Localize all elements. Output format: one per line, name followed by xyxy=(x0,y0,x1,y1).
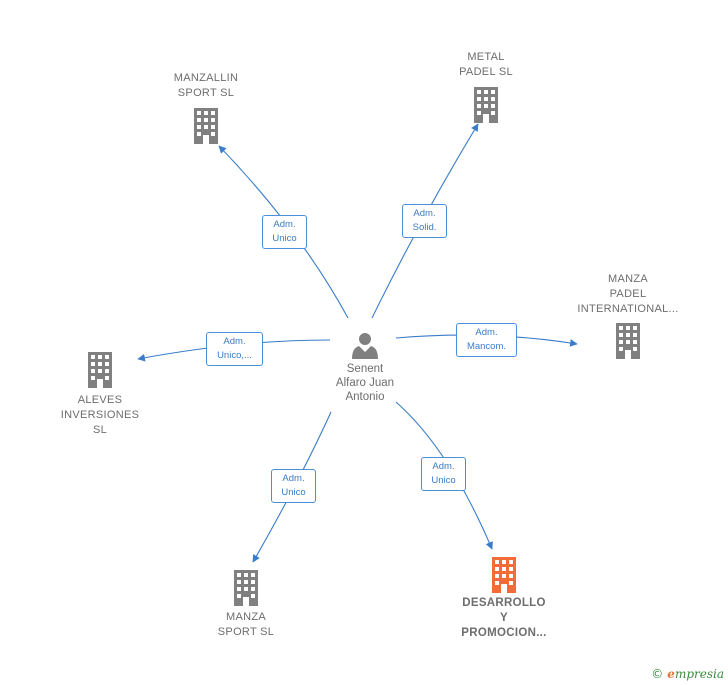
company-node-desarrollo[interactable]: DESARROLLO Y PROMOCION... xyxy=(448,557,560,641)
company-name: METAL PADEL SL xyxy=(459,51,513,78)
company-name: MANZA PADEL INTERNATIONAL... xyxy=(577,273,679,315)
building-icon xyxy=(234,570,258,606)
center-person[interactable]: Senent Alfaro Juan Antonio xyxy=(322,330,408,404)
brand-footer[interactable]: ©empresia xyxy=(651,667,724,681)
role-badge-manzallin[interactable]: Adm. Unico xyxy=(262,215,307,249)
building-icon xyxy=(88,352,112,388)
role-badge-metal-padel[interactable]: Adm. Solid. xyxy=(402,204,447,238)
role-badge-manza-padel-intl[interactable]: Adm. Mancom. xyxy=(456,323,517,357)
building-icon xyxy=(474,87,498,123)
company-node-metal-padel[interactable]: METAL PADEL SL xyxy=(440,50,532,123)
role-badge-manza-sport[interactable]: Adm. Unico xyxy=(271,469,316,503)
brand-logo-text: mpresia xyxy=(674,667,724,681)
company-node-aleves[interactable]: ALEVES INVERSIONES SL xyxy=(52,352,148,438)
company-node-manza-sport[interactable]: MANZA SPORT SL xyxy=(200,570,292,640)
company-name: MANZALLIN SPORT SL xyxy=(173,72,239,99)
company-name: MANZA SPORT SL xyxy=(217,611,275,638)
company-node-manza-padel-intl[interactable]: MANZA PADEL INTERNATIONAL... xyxy=(570,272,686,359)
center-person-name: Senent Alfaro Juan Antonio xyxy=(335,363,395,403)
building-icon xyxy=(492,557,516,593)
building-icon xyxy=(616,323,640,359)
role-badge-aleves[interactable]: Adm. Unico,... xyxy=(206,332,263,366)
company-node-manzallin[interactable]: MANZALLIN SPORT SL xyxy=(160,71,252,144)
person-icon xyxy=(352,333,378,359)
company-name: DESARROLLO Y PROMOCION... xyxy=(461,597,547,639)
company-name: ALEVES INVERSIONES SL xyxy=(60,394,140,436)
building-icon xyxy=(194,108,218,144)
role-badge-desarrollo[interactable]: Adm. Unico xyxy=(421,457,466,491)
brand-logo-initial: e xyxy=(667,667,675,681)
copyright-icon: © xyxy=(651,667,664,681)
